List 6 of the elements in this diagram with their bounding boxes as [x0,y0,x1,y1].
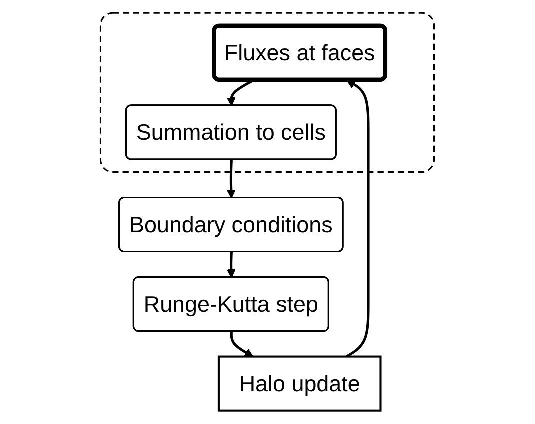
arrow [346,80,370,358]
node-box: Halo update [218,356,382,412]
arrow [226,160,236,199]
cluster [100,12,436,173]
arrow [230,332,254,358]
arrow [226,252,236,278]
